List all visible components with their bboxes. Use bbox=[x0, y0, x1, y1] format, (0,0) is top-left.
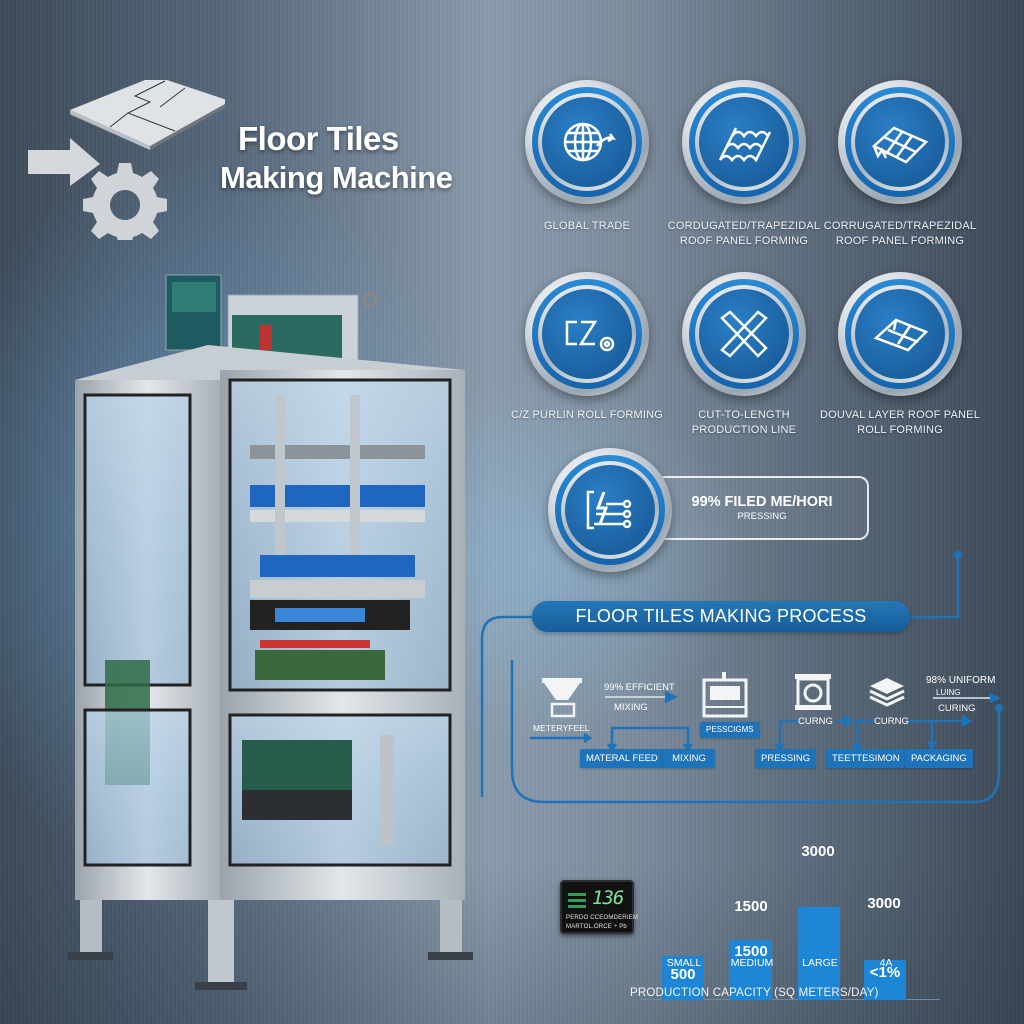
feature-badge-corrugated-1[interactable] bbox=[682, 80, 806, 204]
feature-label: CUT-TO-LENGTH PRODUCTION LINE bbox=[691, 409, 797, 436]
feature-label: C/Z PURLIN ROLL FORMING bbox=[510, 409, 664, 421]
feed-caption: METERYFEEL bbox=[533, 723, 590, 733]
process-title-banner: FLOOR TILES MAKING PROCESS bbox=[532, 601, 910, 632]
bar-medium: 1500 bbox=[730, 940, 772, 1000]
digital-display-panel: 136 PERDO CCEOMDERIEM MARTOL.ORCE ÷ Pb bbox=[560, 880, 638, 934]
floor-tile-icon bbox=[70, 80, 225, 150]
curing-label-2: CURNG bbox=[874, 716, 909, 727]
chart-axis-title: PRODUCTION CAPACITY (SQ METERS/DAY) bbox=[630, 987, 879, 999]
roof-panel-icon bbox=[871, 126, 929, 164]
arrow-right-icon bbox=[28, 138, 100, 186]
title-line-2: Making Machine bbox=[220, 160, 453, 196]
feature-badge-cut-to-length[interactable] bbox=[682, 272, 806, 396]
pressing-headline: 99% FILED ME/HORI bbox=[691, 494, 833, 510]
step-packaging[interactable]: PACKAGING bbox=[905, 749, 973, 768]
x-label-medium: MEDIUM bbox=[730, 957, 774, 969]
stacked-tiles-icon bbox=[869, 678, 905, 707]
x-label-4a: 4A bbox=[879, 957, 893, 969]
bar-large bbox=[798, 907, 840, 1000]
feature-badge-cz-purlin[interactable] bbox=[525, 272, 649, 396]
press-machine-icon bbox=[702, 672, 748, 718]
bar-4a-top-label: 3000 bbox=[867, 895, 901, 912]
bar-large-top-label: 3000 bbox=[801, 843, 835, 860]
page-title: Floor Tiles Making Machine bbox=[220, 118, 453, 198]
feature-badge-corrugated-2[interactable] bbox=[838, 80, 962, 204]
logo-graphic bbox=[28, 80, 225, 240]
mixing-efficiency-label: 99% EFFICIENT bbox=[604, 682, 675, 693]
bar-4a: <1% bbox=[864, 960, 906, 1000]
uniform-curing-mid: LUING bbox=[936, 688, 961, 697]
curing-label-1: CURNG bbox=[798, 716, 833, 727]
step-testing[interactable]: TEETTESIMON bbox=[826, 749, 906, 768]
x-label-large: LARGE bbox=[802, 957, 838, 969]
hopper-icon bbox=[542, 678, 582, 718]
feature-badge-global-trade[interactable] bbox=[525, 80, 649, 204]
uniform-curing-label: 98% UNIFORM bbox=[926, 675, 996, 686]
mixing-sub-label: MIXING bbox=[614, 702, 648, 713]
feature-label: CORDUGATED/TRAPEZIDAL ROOF PANEL FORMING bbox=[667, 220, 821, 247]
press-caption-box: PESSCIGMS bbox=[700, 722, 760, 738]
step-mixing[interactable]: MIXING bbox=[663, 749, 715, 768]
corrugated-sheet-icon bbox=[718, 127, 772, 163]
tile-press-machine-illustration bbox=[68, 274, 473, 990]
pressing-highlight-panel: 99% FILED ME/HORI PRESSING bbox=[655, 476, 869, 540]
feature-label: DOUVAL LAYER ROOF PANEL ROLL FORMING bbox=[819, 409, 981, 436]
lcd-line-1: PERDO CCEOMDERIEM bbox=[566, 915, 639, 921]
pressing-subtext: PRESSING bbox=[737, 511, 787, 522]
lcd-readout: 136 bbox=[592, 887, 624, 909]
globe-arrow-icon bbox=[563, 122, 617, 162]
step-pressing[interactable]: PRESSING bbox=[755, 749, 817, 768]
feature-badge-double-layer[interactable] bbox=[838, 272, 962, 396]
capacity-bar-chart: 500 1500 1500 3000 <1% 3000 bbox=[640, 840, 940, 1000]
x-label-small: SMALL bbox=[666, 957, 702, 969]
crossed-rulers-icon bbox=[720, 310, 768, 358]
cz-purlin-gear-icon bbox=[565, 320, 615, 352]
gear-icon bbox=[83, 163, 167, 240]
feature-label: GLOBAL TRADE bbox=[543, 220, 631, 232]
lcd-indicator-grid bbox=[568, 890, 586, 908]
feature-label: CORRUGATED/TRAPEZIDAL ROOF PANEL FORMING bbox=[823, 220, 977, 247]
electric-circuit-icon bbox=[586, 490, 632, 530]
lcd-line-2: MARTOL.ORCE ÷ Pb bbox=[566, 924, 627, 930]
step-material-feed[interactable]: MATERAL FEED bbox=[580, 749, 664, 768]
bar-medium-top-label: 1500 bbox=[734, 898, 768, 915]
title-line-1: Floor Tiles bbox=[238, 120, 399, 157]
bar-small: 500 bbox=[662, 956, 704, 1000]
uniform-curing-sub: CURING bbox=[938, 703, 976, 714]
curing-oven-icon bbox=[795, 674, 831, 710]
double-layer-roof-icon bbox=[873, 318, 929, 352]
chart-baseline bbox=[640, 999, 940, 1000]
feature-badge-pressing[interactable] bbox=[548, 448, 672, 572]
